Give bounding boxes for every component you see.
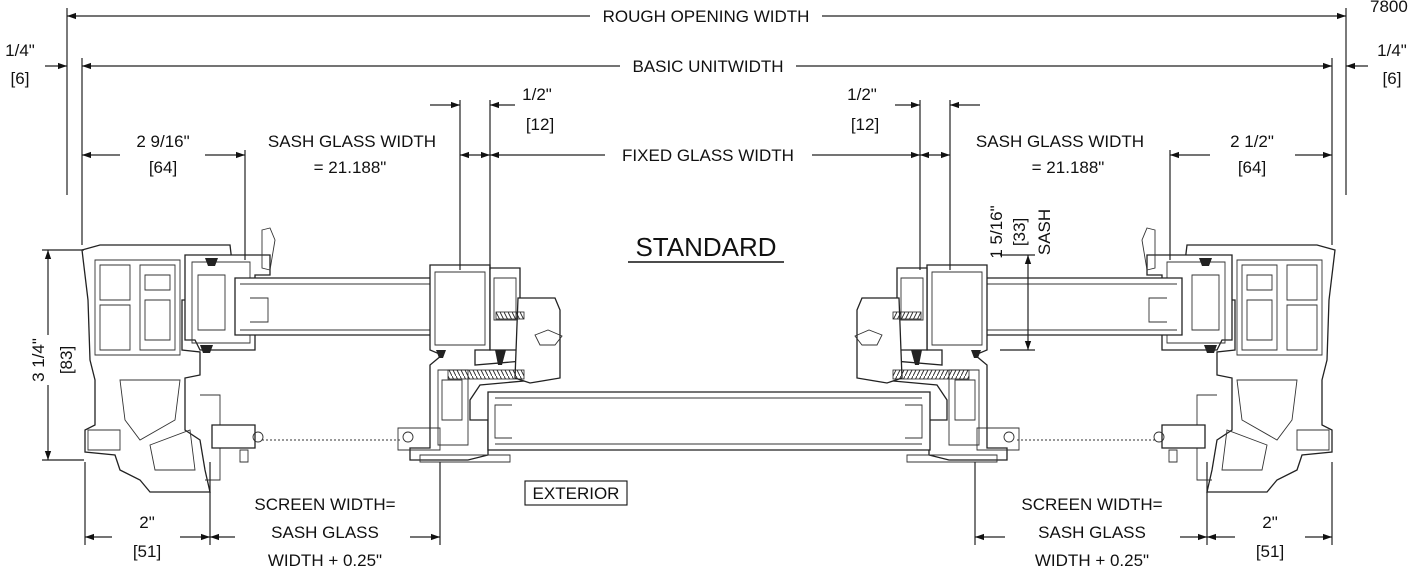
section-profiles — [81, 227, 1336, 493]
left-screen-line3: WIDTH + 0.25" — [268, 551, 382, 570]
left-half-label: 1/2" — [522, 85, 552, 104]
standard-title: STANDARD — [635, 232, 776, 262]
exterior-box — [524, 480, 628, 506]
height-label: 3 1/4" — [29, 338, 48, 382]
sash-height-label: 1 5/16" — [987, 205, 1006, 258]
left-side-mm: [64] — [149, 158, 177, 177]
left-bottom-label: 2" — [139, 513, 155, 532]
left-sash-glass-label: SASH GLASS WIDTH — [268, 132, 436, 151]
fixed-glass-unit — [487, 391, 931, 451]
right-side-mm: [64] — [1238, 158, 1266, 177]
right-bottom-label: 2" — [1262, 513, 1278, 532]
right-screen-line2: SASH GLASS — [1038, 523, 1146, 542]
right-sash-glass-value: = 21.188" — [1032, 158, 1105, 177]
left-sash-glass-value: = 21.188" — [314, 158, 387, 177]
left-screen-line1: SCREEN WIDTH= — [254, 495, 395, 514]
right-quarter-label: 1/4" — [1377, 41, 1407, 60]
right-screen-line3: WIDTH + 0.25" — [1035, 551, 1149, 570]
left-half-mm: [12] — [526, 115, 554, 134]
rough-opening-label: ROUGH OPENING WIDTH — [603, 7, 810, 26]
left-screen-line2: SASH GLASS — [271, 523, 379, 542]
right-quarter-mm: [6] — [1383, 69, 1402, 88]
basic-unit-label: BASIC UNITWIDTH — [632, 57, 783, 76]
right-sash-glass-label: SASH GLASS WIDTH — [976, 132, 1144, 151]
height-mm: [83] — [57, 346, 76, 374]
right-half-label: 1/2" — [847, 85, 877, 104]
drawing-number: 7800 — [1370, 0, 1408, 16]
right-side-label: 2 1/2" — [1230, 132, 1274, 151]
left-quarter-mm: [6] — [11, 69, 30, 88]
dimension-labels: 7800 ROUGH OPENING WIDTH BASIC UNITWIDTH… — [5, 0, 1408, 570]
right-screen-line1: SCREEN WIDTH= — [1021, 495, 1162, 514]
sash-height-mm: [33] — [1010, 218, 1029, 246]
left-bottom-mm: [51] — [133, 542, 161, 561]
left-quarter-label: 1/4" — [5, 41, 35, 60]
left-side-label: 2 9/16" — [136, 132, 189, 151]
right-half-mm: [12] — [851, 115, 879, 134]
sash-label: SASH — [1035, 209, 1054, 255]
fixed-glass-label: FIXED GLASS WIDTH — [622, 146, 794, 165]
right-bottom-mm: [51] — [1256, 542, 1284, 561]
exterior-label: EXTERIOR — [533, 484, 620, 503]
dimension-lines — [42, 8, 1368, 545]
